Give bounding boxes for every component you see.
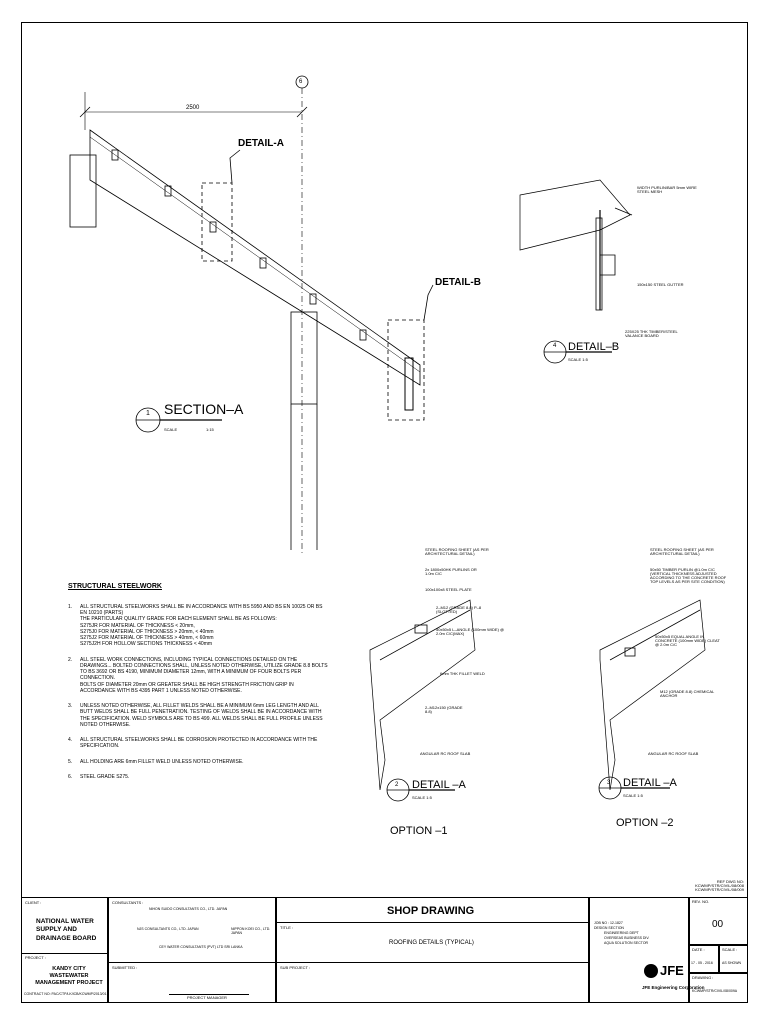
detail-a2-scale: SCALE 1:5 xyxy=(623,793,643,798)
revision-cell: REV. NO. 00 xyxy=(689,897,748,945)
detail-a2-label: STEEL ROOFING SHEET (AS PER ARCHITECTURA… xyxy=(650,547,714,556)
detail-a2-slab xyxy=(599,599,706,791)
detail-a1-label: 2–M12x150 (GRADE 8.8) xyxy=(425,705,463,714)
detail-b-box xyxy=(387,319,425,421)
detail-b-scale: SCALE 1:5 xyxy=(568,357,588,362)
detail-a1-slab xyxy=(369,599,476,791)
dimension-label: 2500 xyxy=(186,105,200,111)
grid-marker-label: 6 xyxy=(299,79,303,85)
detail-a1-label: ANGULAR RC ROOF SLAB xyxy=(420,751,471,756)
detail-a1-label: 6mm THK FILLET WELD xyxy=(440,671,485,676)
detail-a1-title: DETAIL –A xyxy=(412,779,466,791)
consultant-name: NJS CONSULTANTS CO., LTD. JAPAN xyxy=(137,927,199,931)
section-a-scale-label: SCALE xyxy=(164,427,178,432)
detail-a2-label: ANGULAR RC ROOF SLAB xyxy=(648,751,699,756)
consultant-name: CEY WATER CONSULTANTS (PVT) LTD SRI LANK… xyxy=(159,945,243,949)
client-cell: CLIENT : NATIONAL WATER SUPPLY AND DRAIN… xyxy=(21,897,108,1003)
consultants-cell: CONSULTANTS : NIHON SUIDO CONSULTANTS CO… xyxy=(108,897,276,1003)
detail-b-slab xyxy=(519,179,631,251)
detail-a1-option: OPTION –1 xyxy=(390,825,448,837)
detail-b-callout: DETAIL-B xyxy=(435,277,481,288)
note-item: 3.UNLESS NOTED OTHERWISE, ALL FILLET WEL… xyxy=(68,703,323,728)
revision-number: 00 xyxy=(712,919,724,930)
consultant-name: NIHON SUIDO CONSULTANTS CO., LTD. JAPAN xyxy=(149,907,228,911)
detail-a2-number: 3 xyxy=(607,780,611,786)
detail-b-label: 225X25 THK TIMBER/STEEL VALANCE BOARD xyxy=(625,329,678,338)
drawing-number-cell: DRAWING : KCWMP/STR/CIVIL/08/009A xyxy=(689,973,748,1003)
left-column xyxy=(69,154,97,228)
detail-b-title: DETAIL–B xyxy=(568,341,620,353)
drawing-date: 17 - 05 - 2016 xyxy=(691,961,713,965)
center-column xyxy=(290,311,318,405)
detail-a1-label: 50x50x5 L–ANGLE (100mm WIDE) @ 2.0m C/C(… xyxy=(436,627,505,636)
note-item: 5.ALL HOLDING ARE 6mm FILLET WELD UNLESS… xyxy=(68,758,244,765)
section-a-scale-value: 1:15 xyxy=(206,427,214,432)
section-a-title: SECTION–A xyxy=(164,401,244,417)
roof-slab xyxy=(89,129,421,386)
detail-a2-option: OPTION –2 xyxy=(616,817,674,829)
company-mark: JFE xyxy=(660,963,684,978)
drawing-title: ROOFING DETAILS (TYPICAL) xyxy=(389,940,474,946)
detail-a1-label: 2–M12 (GRADE 8.8) P–8 (SLOTTED) xyxy=(436,605,482,614)
detail-b-label: 150x150 STEEL GUTTER xyxy=(637,282,684,287)
note-item: 2.ALL STEEL WORK CONNECTIONS, INCLUDING … xyxy=(68,656,328,694)
project-manager-label: PROJECT MANAGER xyxy=(187,995,227,1000)
detail-a1-label: STEEL ROOFING SHEET (AS PER ARCHITECTURA… xyxy=(425,547,489,556)
detail-a2-label: 50x50x5 EQUAL ANGLE IN CONCRETE (100mm W… xyxy=(655,634,720,647)
detail-a-box xyxy=(201,182,233,262)
drawing-scale: AS SHOWN xyxy=(722,961,742,965)
project-name: KANDY CITY WASTEWATER MANAGEMENT PROJECT xyxy=(35,966,103,987)
title-cell: SHOP DRAWING TITLE : ROOFING DETAILS (TY… xyxy=(276,897,589,1003)
detail-a1-label: 100x100x8 STEEL PLATE xyxy=(425,587,472,592)
note-item: 6.STEEL GRADE S275. xyxy=(68,773,130,780)
shop-drawing-heading: SHOP DRAWING xyxy=(387,905,475,917)
consultant-name: NIPPON KOEI CO., LTD. JAPAN xyxy=(231,927,271,935)
jfe-logo-icon xyxy=(644,964,658,978)
contract-number: CONTRACT NO: PAC/CTP/LK/ICB/KCWMP/2013/0… xyxy=(24,992,107,996)
detail-a2-label: 50x50 TIMBER PURLIN @1.0m C/C (VERTICAL … xyxy=(650,567,727,584)
detail-a1-scale: SCALE 1:5 xyxy=(412,795,432,800)
notes-title: STRUCTURAL STEELWORK xyxy=(68,583,162,590)
detail-a1-label: 2x 1800x50HK PURLINS OR 1.0m C/C xyxy=(425,567,477,576)
detail-a1-number: 2 xyxy=(395,782,399,788)
reference-drawing-note: REF DWG NO: KCWMP/STR/CIVIL/08/008 KCWMP… xyxy=(695,879,744,892)
note-item: 1.ALL STRUCTURAL STEELWORKS SHALL BE IN … xyxy=(68,603,323,648)
structural-notes: STRUCTURAL STEELWORK 1.ALL STRUCTURAL ST… xyxy=(68,583,328,789)
scale-cell: SCALE : AS SHOWN xyxy=(719,945,748,973)
company-name: JFE Engineering Corporation xyxy=(642,985,705,990)
contractor-cell: JOB NO : 12-1827 DESIGN SECTION ENGINEER… xyxy=(589,897,705,1003)
detail-b-number: 4 xyxy=(553,343,557,349)
drawing-number: KCWMP/STR/CIVIL/08/009A xyxy=(692,989,738,993)
title-block: CLIENT : NATIONAL WATER SUPPLY AND DRAIN… xyxy=(21,897,748,1003)
detail-a2-label: M12 (GRADE 8.8) CHEMICAL ANCHOR xyxy=(660,689,715,698)
detail-b-label: WIDTH PURLIN/BAR 5mm WIRE STEEL MESH xyxy=(637,185,697,194)
detail-a-callout: DETAIL-A xyxy=(238,138,284,149)
note-item: 4.ALL STRUCTURAL STEELWORKS SHALL BE COR… xyxy=(68,737,318,750)
section-a-number: 1 xyxy=(146,410,150,417)
detail-a2-title: DETAIL –A xyxy=(623,777,677,789)
client-name: NATIONAL WATER SUPPLY AND DRAINAGE BOARD xyxy=(36,918,97,942)
date-cell: DATE : 17 - 05 - 2016 xyxy=(689,945,719,973)
